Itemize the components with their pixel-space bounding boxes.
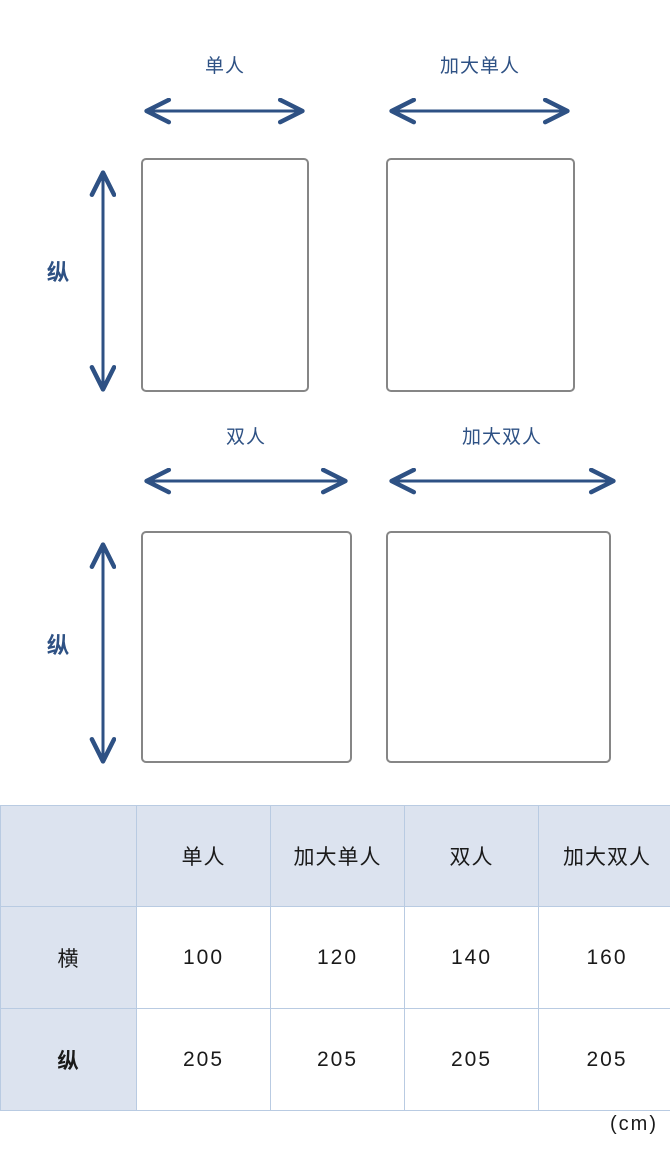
table-cell-horizontal-single: 100 [136,906,271,1009]
table-col-header-queen: 加大双人 [538,805,670,907]
table-cell-horizontal-double: 140 [404,906,539,1009]
table-row-header-horizontal: 横 [0,906,137,1009]
table-col-header-double: 双人 [404,805,539,907]
size-table: 单人 加大单人 双人 加大双人 横 100 120 140 160 纵 205 … [0,805,670,1111]
label-double: 双人 [225,427,266,448]
label-super-single: 加大单人 [439,56,520,77]
table-row-header-vertical: 纵 [0,1008,137,1111]
table-row: 纵 205 205 205 205 [0,1008,670,1111]
table-cell-vertical-super-single: 205 [270,1008,405,1111]
label-single: 单人 [204,56,245,77]
table-corner-cell [0,805,137,907]
label-queen: 加大双人 [461,427,542,448]
bed-rect-single [141,158,309,392]
axis-label-vertical-row2: 纵 [46,633,69,658]
axis-label-vertical-row1: 纵 [46,260,69,285]
table-col-header-super-single: 加大单人 [270,805,405,907]
bed-rect-queen [386,531,611,763]
table-row: 横 100 120 140 160 [0,906,670,1009]
bed-rect-super-single [386,158,575,392]
bed-rect-double [141,531,352,763]
table-header-row: 单人 加大单人 双人 加大双人 [0,805,670,907]
table-cell-vertical-queen: 205 [538,1008,670,1111]
table-cell-horizontal-queen: 160 [538,906,670,1009]
table-cell-horizontal-super-single: 120 [270,906,405,1009]
table-cell-vertical-double: 205 [404,1008,539,1111]
table-col-header-single: 单人 [136,805,271,907]
table-cell-vertical-single: 205 [136,1008,271,1111]
unit-note: (cm) [610,1113,658,1135]
